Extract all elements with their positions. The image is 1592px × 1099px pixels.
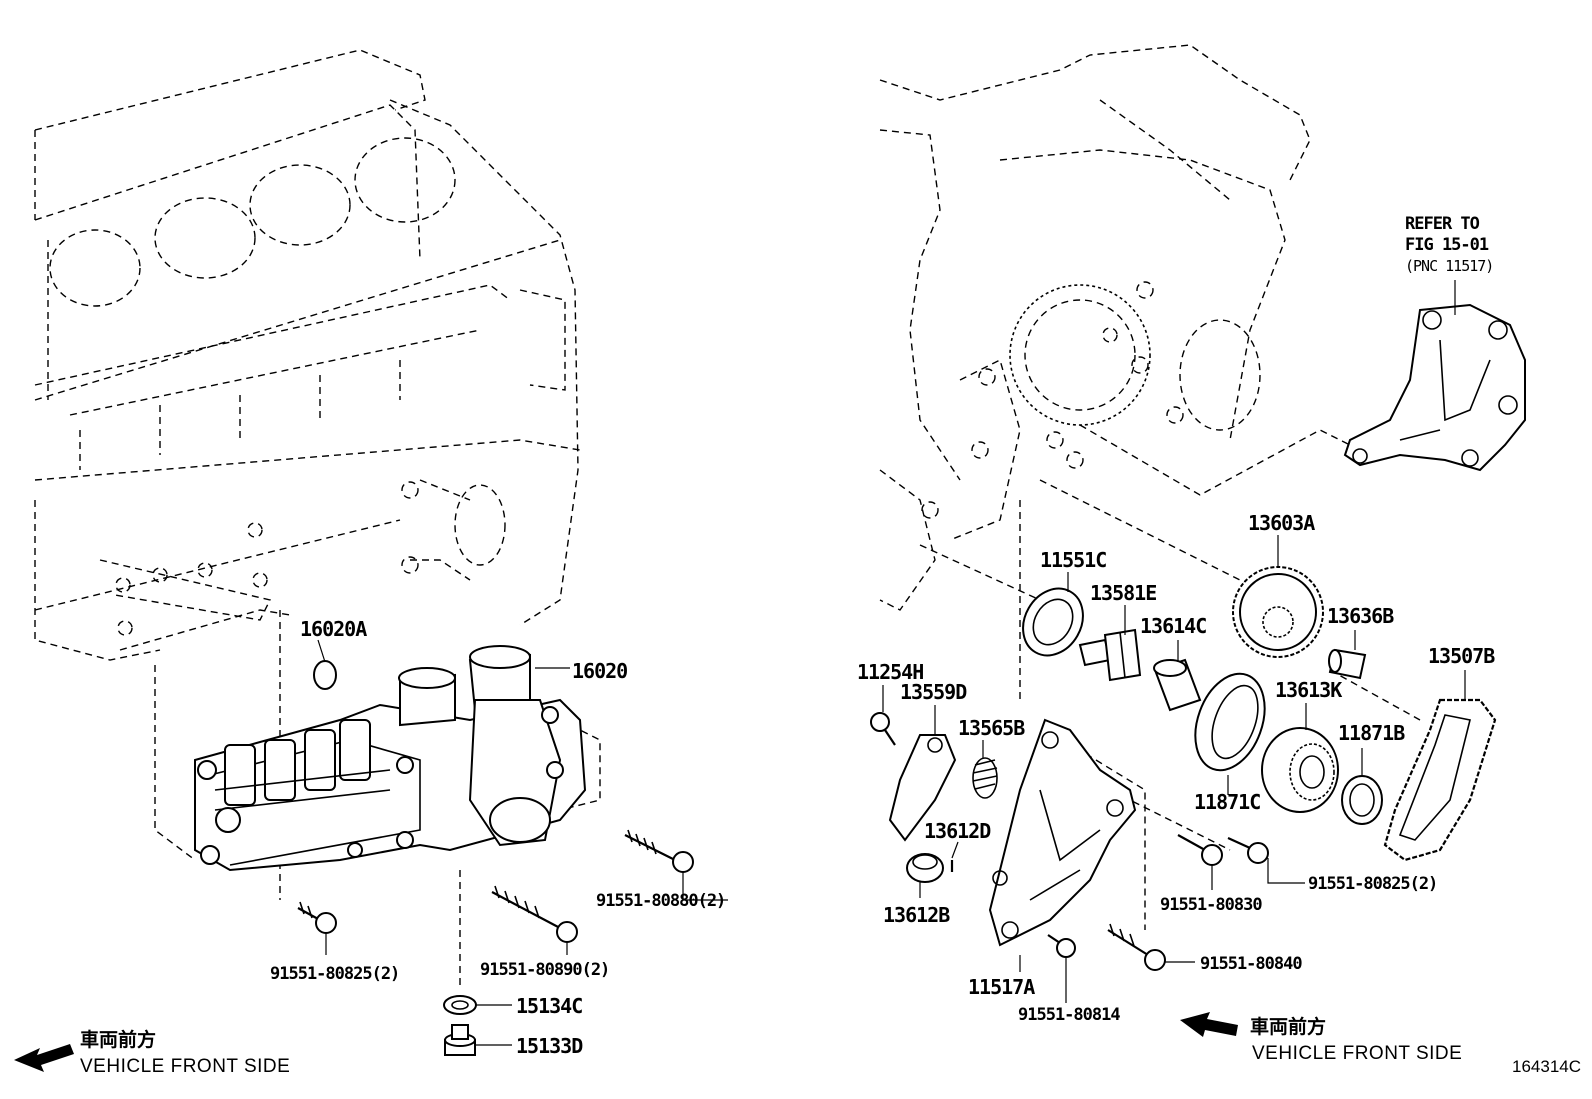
- label-91551-80814: 91551-80814: [1018, 1005, 1120, 1025]
- vehicle-front-right-jp: 車両前方: [1250, 1015, 1326, 1038]
- label-13507B: 13507B: [1428, 644, 1495, 668]
- leader-lines: [317, 280, 1466, 1046]
- label-16020A: 16020A: [300, 617, 367, 641]
- sleeve-13614C-icon: [1153, 658, 1202, 712]
- bush-13612B-icon: [906, 853, 944, 883]
- refer-note-line3: (PNC 11517): [1405, 257, 1493, 275]
- vehicle-front-left-en: VEHICLE FRONT SIDE: [80, 1056, 290, 1077]
- label-91551-80825-left: 91551-80825(2): [270, 964, 399, 984]
- label-91551-80890: 91551-80890(2): [480, 960, 609, 980]
- refer-note-line2: FIG 15-01: [1405, 235, 1489, 255]
- sprocket-13613K-icon: [1261, 727, 1339, 813]
- figure-id: 164314C: [1512, 1057, 1581, 1076]
- label-13603A: 13603A: [1248, 511, 1315, 535]
- arrow-left-icon: [14, 1044, 74, 1072]
- o-ring-16020A: [313, 660, 337, 690]
- bolt-91551-80880-icon: [624, 829, 694, 873]
- vehicle-front-right: 車両前方 VEHICLE FRONT SIDE: [1180, 1012, 1462, 1064]
- pin-13636B-icon: [1328, 648, 1367, 680]
- washer-15134C-icon: [443, 995, 477, 1015]
- gear-13603A-icon: [1232, 566, 1324, 658]
- spring-13565B-icon: [972, 757, 998, 799]
- label-13612B: 13612B: [883, 903, 950, 927]
- label-13614C: 13614C: [1140, 614, 1206, 638]
- label-13565B: 13565B: [958, 716, 1025, 740]
- label-11871B: 11871B: [1338, 721, 1405, 745]
- oil-pump-assembly: [194, 645, 587, 872]
- engine-case-right: [879, 44, 1421, 930]
- plug-15133D-icon: [444, 1024, 476, 1056]
- bracket-pnc-11517: [1343, 303, 1526, 472]
- label-13559D: 13559D: [900, 680, 967, 704]
- label-91551-80825-right: 91551-80825(2): [1308, 874, 1437, 894]
- oil-seal-11551C-icon: [1022, 587, 1084, 657]
- part-labels: 16020A 16020 91551-80880(2) 91551-80890(…: [270, 511, 1496, 1058]
- label-13636B: 13636B: [1327, 604, 1394, 628]
- label-11517A: 11517A: [968, 975, 1035, 999]
- vehicle-front-left: 車両前方 VEHICLE FRONT SIDE: [14, 1028, 290, 1077]
- bolt-91551-80830-icon: [1177, 834, 1223, 866]
- label-91551-80840: 91551-80840: [1200, 954, 1302, 974]
- sensor-13581E-icon: [1078, 628, 1142, 682]
- bolt-91551-80825-right-icon: [1227, 836, 1269, 864]
- label-11871C: 11871C: [1194, 790, 1260, 814]
- refer-note-line1: REFER TO: [1405, 214, 1480, 234]
- label-15134C: 15134C: [516, 994, 582, 1018]
- label-13612D: 13612D: [924, 819, 991, 843]
- seal-11871C-icon: [1194, 672, 1266, 772]
- bracket-11517A-icon: [988, 718, 1137, 947]
- chain-13507B-icon: [1383, 698, 1497, 862]
- bearing-11871B-icon: [1341, 775, 1383, 825]
- vehicle-front-left-jp: 車両前方: [80, 1028, 156, 1051]
- label-11254H: 11254H: [857, 660, 923, 684]
- label-13613K: 13613K: [1275, 678, 1342, 702]
- label-91551-80880: 91551-80880(2): [596, 891, 725, 911]
- label-11551C: 11551C: [1040, 548, 1106, 572]
- tensioner-arm-13559D-icon: [888, 734, 957, 842]
- bolt-91551-80890-icon: [491, 885, 578, 943]
- arrow-left-icon: [1180, 1012, 1238, 1037]
- bolt-11254H-icon: [870, 712, 896, 746]
- engine-block-left: [34, 49, 601, 990]
- label-91551-80830: 91551-80830: [1160, 895, 1262, 915]
- label-16020: 16020: [572, 659, 627, 683]
- label-13581E: 13581E: [1090, 581, 1156, 605]
- label-15133D: 15133D: [516, 1034, 583, 1058]
- refer-note: REFER TO FIG 15-01 (PNC 11517): [1405, 214, 1494, 275]
- bolt-91551-80825-left-icon: [297, 901, 337, 934]
- bolt-91551-80840-icon: [1107, 923, 1166, 971]
- bolt-91551-80814-icon: [1047, 934, 1076, 958]
- vehicle-front-right-en: VEHICLE FRONT SIDE: [1252, 1043, 1462, 1064]
